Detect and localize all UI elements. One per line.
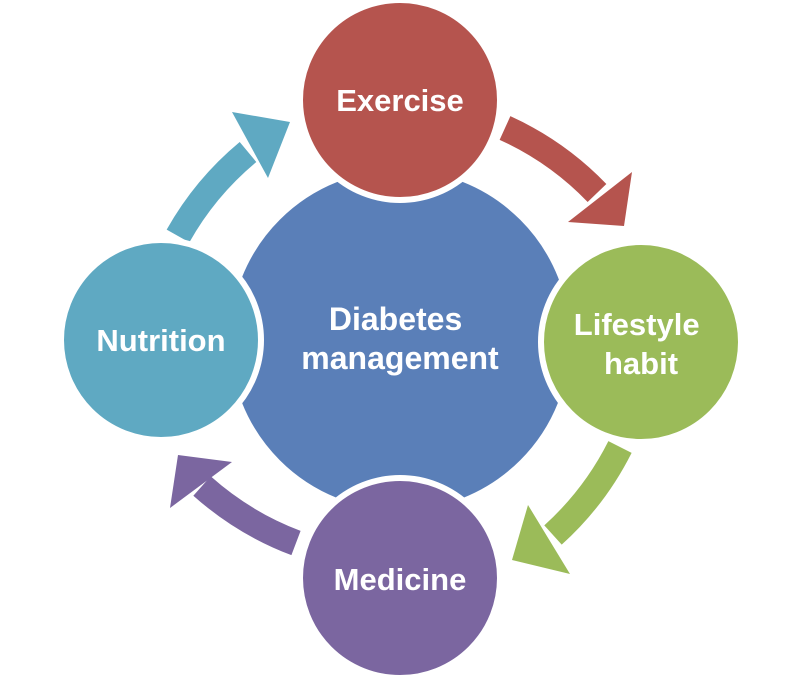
node-nutrition: Nutrition (58, 237, 264, 443)
center-label: Diabetes management (301, 301, 499, 376)
center-label-line-2: management (301, 340, 499, 376)
arrow-exercise-to-lifestyle-head (568, 172, 632, 226)
arrow-exercise-to-lifestyle-shaft (499, 116, 607, 203)
node-lifestyle-habit: Lifestyle habit (538, 239, 744, 445)
node-medicine: Medicine (297, 475, 503, 680)
arrow-exercise-to-lifestyle (499, 116, 632, 226)
arrow-medicine-to-nutrition-shaft (193, 476, 301, 556)
medicine-label: Medicine (334, 562, 467, 597)
nutrition-label: Nutrition (96, 323, 225, 358)
lifestyle-habit-circle (538, 239, 744, 445)
medicine-circle (297, 475, 503, 680)
arrow-medicine-to-nutrition (170, 455, 301, 556)
lifestyle-habit-label-line-1: Lifestyle (574, 307, 700, 342)
node-exercise: Exercise (297, 0, 503, 203)
arrow-lifestyle-to-medicine-head (512, 505, 570, 574)
arrow-nutrition-to-exercise-head (232, 112, 290, 178)
exercise-circle (297, 0, 503, 203)
arrow-lifestyle-to-medicine (512, 440, 632, 574)
arrow-nutrition-to-exercise (166, 112, 290, 243)
arrow-nutrition-to-exercise-shaft (166, 141, 257, 243)
nutrition-circle (58, 237, 264, 443)
lifestyle-habit-label-line-2: habit (604, 346, 678, 381)
center-label-line-1: Diabetes (329, 301, 462, 337)
exercise-label: Exercise (336, 83, 464, 118)
lifestyle-habit-label: Lifestyle habit (574, 307, 708, 381)
arrow-lifestyle-to-medicine-shaft (544, 440, 632, 545)
center-node: Diabetes management (224, 164, 576, 516)
arrow-medicine-to-nutrition-head (170, 455, 232, 508)
